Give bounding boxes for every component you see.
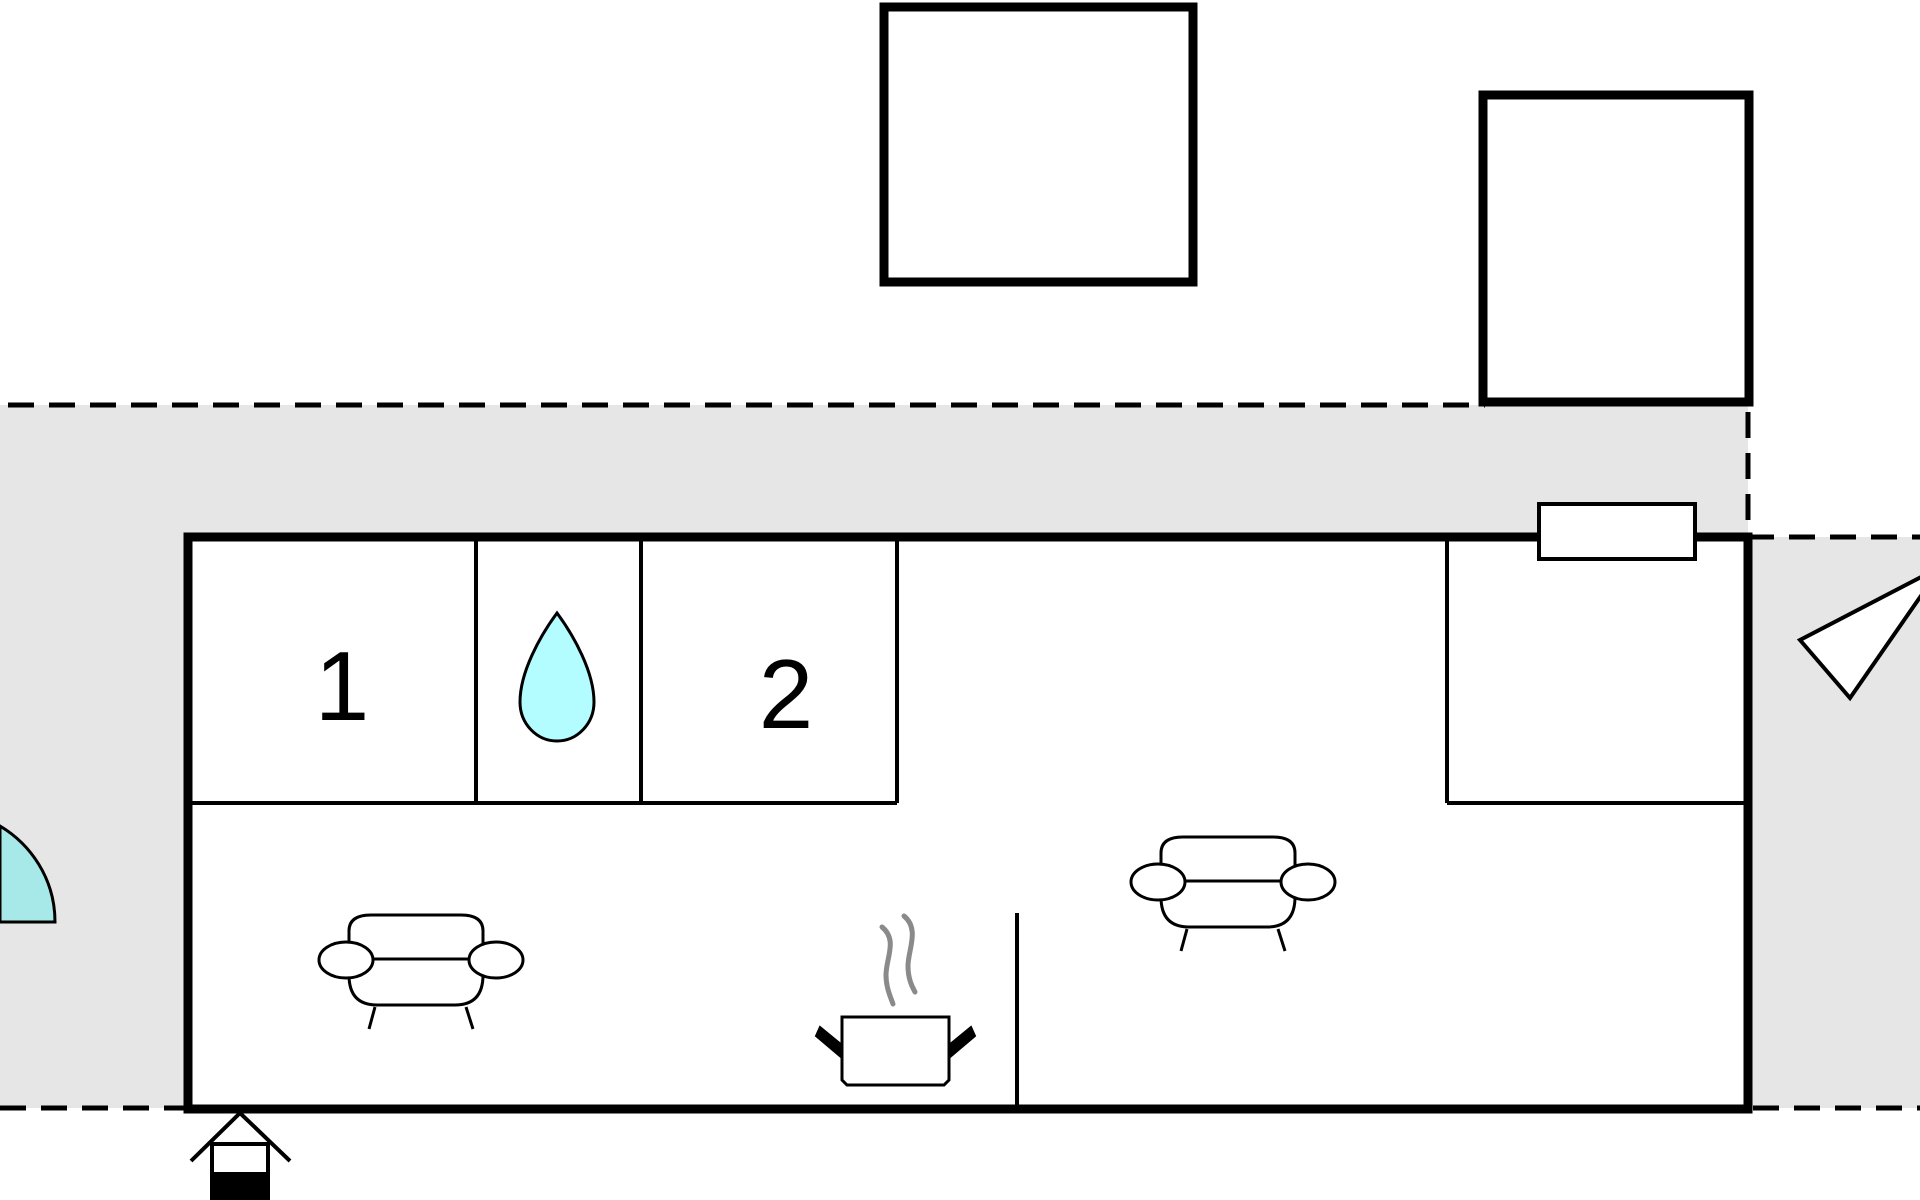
room-label-2: 2 — [759, 639, 814, 749]
terrace-boundary — [0, 402, 1920, 1111]
sofa-icon — [317, 913, 525, 1030]
door-swing-icon — [0, 824, 57, 924]
window — [1537, 502, 1697, 561]
outbuilding-left — [879, 2, 1198, 287]
interior-walls — [188, 537, 1748, 1108]
room-label-1: 1 — [315, 631, 370, 741]
house-outline — [183, 532, 1753, 1114]
compass-north-icon — [1796, 575, 1920, 702]
entrance-house-icon — [189, 1110, 292, 1200]
outbuilding-right — [1478, 90, 1754, 407]
sofa-icon — [1129, 835, 1337, 952]
water-drop-icon — [518, 610, 596, 743]
cooking-pot-icon — [814, 913, 977, 1087]
